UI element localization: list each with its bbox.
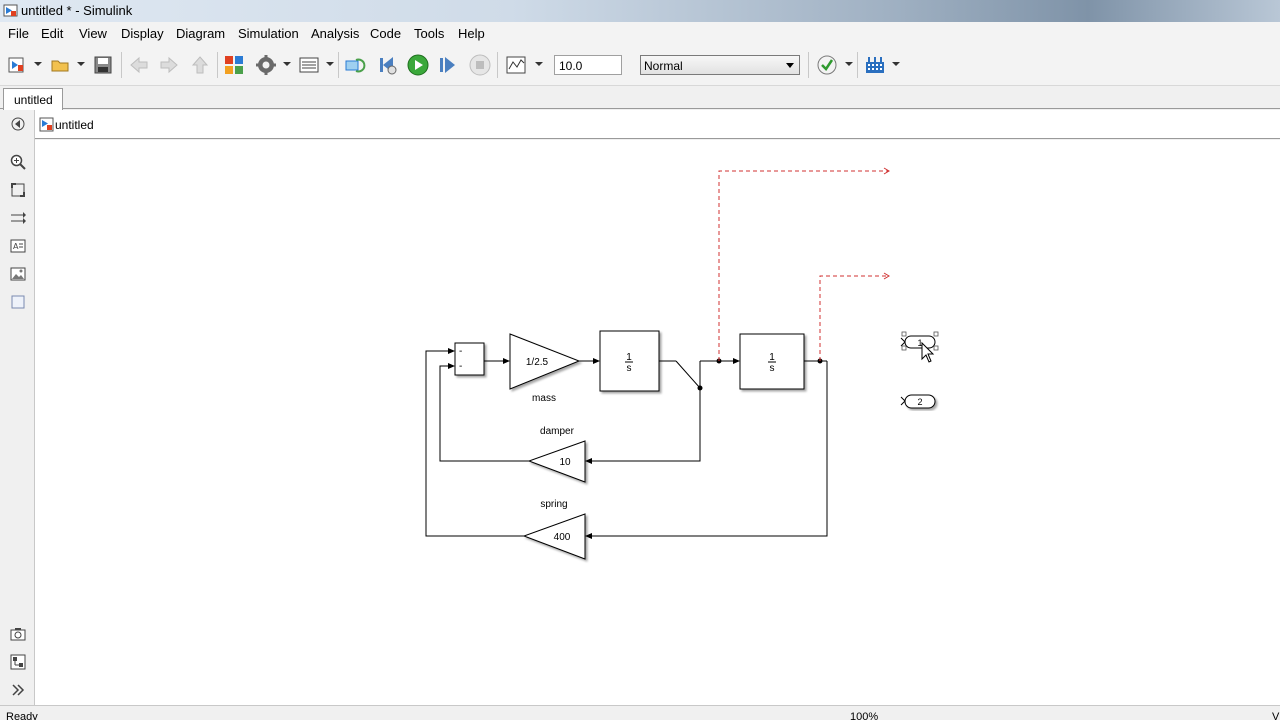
outport-2-number: 2: [917, 397, 922, 407]
fit-to-view-icon[interactable]: [10, 182, 26, 198]
build-icon[interactable]: [864, 54, 886, 76]
model-settings-icon[interactable]: [255, 54, 277, 76]
step-forward-icon[interactable]: [437, 54, 459, 76]
menu-view[interactable]: View: [79, 26, 107, 41]
expand-palette-icon[interactable]: [10, 682, 26, 698]
menu-tools[interactable]: Tools: [414, 26, 445, 41]
tab-untitled[interactable]: untitled: [3, 88, 63, 110]
breadcrumb: untitled: [35, 110, 1280, 139]
menu-edit[interactable]: Edit: [41, 26, 64, 41]
integrator-2-numerator: 1: [769, 352, 775, 363]
menu-file[interactable]: File: [8, 26, 29, 41]
spring-gain-value: 400: [554, 532, 571, 543]
status-text: Ready: [6, 711, 38, 720]
hide-arrows-icon[interactable]: [10, 210, 26, 226]
menu-help[interactable]: Help: [458, 26, 485, 41]
screenshot-icon[interactable]: [10, 626, 26, 642]
settings-dropdown-icon[interactable]: [283, 62, 291, 66]
chevron-down-icon: [786, 63, 794, 68]
image-icon[interactable]: [10, 266, 26, 282]
mass-label[interactable]: mass: [532, 393, 556, 404]
sum-block[interactable]: [454, 342, 485, 376]
menu-analysis[interactable]: Analysis: [311, 26, 360, 41]
tab-strip: untitled: [0, 86, 1280, 110]
diagram-canvas[interactable]: - - 1/2.5 mass 1 s 1 s damper 10 spring …: [35, 140, 1280, 705]
check-icon[interactable]: [816, 54, 838, 76]
menu-display[interactable]: Display: [121, 26, 164, 41]
simulink-app-icon: [3, 4, 18, 17]
open-folder-icon[interactable]: [49, 54, 71, 76]
damper-gain-block[interactable]: [527, 440, 586, 483]
new-model-icon[interactable]: [6, 54, 28, 76]
model-browser-icon[interactable]: [10, 654, 26, 670]
signal-lines[interactable]: [425, 350, 828, 537]
spring-label[interactable]: spring: [540, 499, 567, 510]
area-icon[interactable]: [10, 294, 26, 310]
new-model-dropdown-icon[interactable]: [34, 62, 42, 66]
open-dropdown-icon[interactable]: [77, 62, 85, 66]
toolbar-separator: [497, 52, 498, 78]
unconnected-branch-lines[interactable]: [718, 170, 889, 361]
model-icon: [39, 117, 54, 132]
left-palette: A: [0, 110, 35, 708]
integrator-block-1[interactable]: [599, 330, 660, 392]
stop-time-input[interactable]: 10.0: [554, 55, 622, 75]
svg-text:A: A: [13, 242, 19, 251]
sum-sign-1: -: [459, 346, 462, 357]
explorer-dropdown-icon[interactable]: [326, 62, 334, 66]
toolbar: 10.0 Normal: [0, 44, 1280, 86]
outport-1-number: 1: [917, 338, 922, 348]
save-icon[interactable]: [92, 54, 114, 76]
stop-icon[interactable]: [469, 54, 491, 76]
selection-handles[interactable]: [901, 331, 939, 351]
integrator-1-denominator: s: [627, 363, 632, 374]
mass-gain-block[interactable]: [509, 333, 581, 390]
zoom-level: 100%: [850, 711, 879, 720]
scope-dropdown-icon[interactable]: [535, 62, 543, 66]
status-bar: Ready 100% V: [0, 705, 1280, 720]
integrator-1-numerator: 1: [626, 352, 632, 363]
model-explorer-icon[interactable]: [298, 54, 320, 76]
toolbar-separator: [217, 52, 218, 78]
run-icon[interactable]: [407, 54, 429, 76]
toolbar-separator: [808, 52, 809, 78]
outport-1-input-icon: [900, 337, 906, 347]
damper-gain-value: 10: [559, 457, 571, 468]
menu-bar: File Edit View Display Diagram Simulatio…: [0, 22, 1280, 44]
damper-label[interactable]: damper: [540, 426, 575, 437]
sum-sign-2: -: [459, 361, 462, 372]
simulation-mode-value: Normal: [644, 59, 683, 73]
back-icon[interactable]: [128, 54, 150, 76]
annotation-icon[interactable]: A: [10, 238, 26, 254]
window-title: untitled * - Simulink: [21, 3, 133, 18]
step-back-icon[interactable]: [377, 54, 399, 76]
hide-browser-icon[interactable]: [10, 116, 26, 132]
title-bar: untitled * - Simulink: [0, 0, 1280, 22]
build-dropdown-icon[interactable]: [892, 62, 900, 66]
solver-indicator[interactable]: V: [1272, 711, 1280, 720]
menu-simulation[interactable]: Simulation: [238, 26, 299, 41]
library-browser-icon[interactable]: [223, 54, 245, 76]
record-scope-icon[interactable]: [505, 54, 527, 76]
simulation-mode-select[interactable]: Normal: [640, 55, 800, 75]
mass-gain-value: 1/2.5: [526, 357, 549, 368]
mouse-cursor-icon: [921, 341, 935, 363]
toolbar-separator: [857, 52, 858, 78]
update-diagram-icon[interactable]: [344, 54, 366, 76]
spring-gain-block[interactable]: [522, 513, 586, 560]
forward-icon[interactable]: [158, 54, 180, 76]
outport-2-input-icon: [900, 396, 906, 406]
menu-diagram[interactable]: Diagram: [176, 26, 226, 41]
toolbar-separator: [338, 52, 339, 78]
check-dropdown-icon[interactable]: [845, 62, 853, 66]
zoom-icon[interactable]: [10, 154, 26, 170]
menu-code[interactable]: Code: [370, 26, 402, 41]
integrator-2-denominator: s: [770, 363, 775, 374]
toolbar-separator: [121, 52, 122, 78]
up-icon[interactable]: [189, 54, 211, 76]
unconnected-arrow-icons: [883, 167, 890, 280]
breadcrumb-model-link[interactable]: untitled: [55, 118, 94, 132]
